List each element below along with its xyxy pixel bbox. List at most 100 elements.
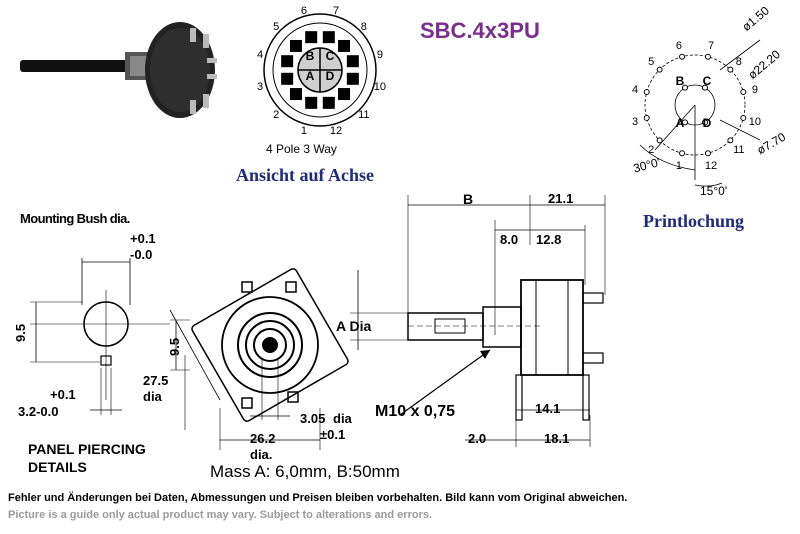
front-width-label: dia. (250, 447, 273, 462)
panel-caption-2: DETAILS (28, 459, 87, 475)
face-pin-label: 4 (257, 49, 263, 61)
face-pin-label: 12 (330, 125, 342, 137)
side-shaft-label: A Dia (336, 318, 372, 334)
front-width-dim: 26.2 (250, 431, 276, 446)
face-terminal (338, 88, 351, 101)
pcb-pole-label: C (703, 74, 712, 88)
side-shaft (407, 312, 484, 341)
face-pin-label: 6 (301, 5, 307, 17)
pcb-pin-label: 2 (648, 144, 654, 156)
front-shaft-dim: 3.05 (300, 411, 326, 426)
panel-height-dim: 9.5 (13, 323, 28, 342)
product-photo (20, 22, 217, 118)
face-pin-label: 2 (273, 109, 279, 121)
pcb-pin-label: 5 (648, 56, 654, 68)
side-dim-8-0: 8.0 (500, 232, 519, 247)
face-pin-label: 8 (361, 21, 367, 33)
side-dim-18-1: 18.1 (544, 431, 570, 446)
side-body (520, 279, 584, 376)
pcb-pole-label: B (676, 74, 685, 88)
pcb-pin-label: 10 (749, 116, 761, 128)
pcb-pin-label: 11 (733, 144, 744, 156)
pcb-pole-hole (702, 119, 708, 126)
pcb-hole (727, 66, 734, 73)
face-pole-label: C (326, 49, 335, 63)
footer-de: Fehler und Änderungen bei Daten, Abmessu… (8, 492, 628, 504)
face-terminal (289, 88, 302, 101)
pcb-pin-label: 4 (632, 84, 638, 96)
panel-slot-dim: 3.2-0.0 (18, 404, 59, 419)
panel-title: Mounting Bush dia. (20, 211, 130, 226)
face-pole-label: B (306, 49, 315, 63)
side-dim-b: B (463, 191, 474, 207)
pcb-hole (727, 137, 734, 144)
footer-en: Picture is a guide only actual product m… (8, 509, 433, 521)
pcb-pole-label: D (703, 116, 712, 130)
anti-rotation-slot (100, 355, 112, 366)
front-dia-value: 27.5 (143, 373, 169, 388)
front-view-drawing (169, 268, 349, 450)
face-pin-label: 3 (257, 81, 263, 93)
face-pin-label: 9 (377, 49, 383, 61)
pcb-pin-label: 1 (676, 160, 682, 172)
panel-tol-plus: +0.1 (130, 231, 156, 246)
face-terminal (281, 72, 294, 85)
face-terminal (338, 39, 351, 52)
pcb-hole (656, 66, 663, 73)
pcb-hole (704, 53, 711, 60)
front-dia-label: dia (143, 389, 162, 404)
pcb-hole (740, 89, 747, 96)
pcb-hole (704, 150, 711, 157)
model-title: SBC.4x3PU (420, 18, 540, 43)
front-shaft-dia-label: dia (333, 411, 352, 426)
side-dim-12-8: 12.8 (536, 232, 562, 247)
side-thread: M10 x 0,75 (375, 403, 456, 420)
side-dim-2-0: 2.0 (468, 431, 487, 446)
pcb-pin-label: 6 (676, 40, 682, 52)
face-terminal (281, 55, 294, 68)
face-pole-label: A (306, 69, 315, 83)
pcb-hole (656, 137, 663, 144)
panel-tol-minus: -0.0 (130, 247, 153, 262)
pcb-pole-hole (682, 84, 688, 91)
pcb-pin-label: 3 (632, 116, 638, 128)
pcb-hole (679, 150, 686, 157)
front-body (221, 296, 319, 394)
face-terminal (289, 39, 302, 52)
face-terminal (322, 96, 335, 109)
pcb-pin-label: 9 (752, 84, 758, 96)
pcb-hole (740, 114, 747, 121)
shaft-image (20, 60, 150, 72)
config-label: 4 Pole 3 Way (266, 142, 337, 156)
side-view-drawing (350, 195, 606, 447)
panel-caption-1: PANEL PIERCING (28, 441, 146, 457)
face-terminal (346, 55, 359, 68)
face-terminal (305, 31, 318, 44)
front-height-dim: 9.5 (167, 337, 182, 356)
face-terminal (346, 72, 359, 85)
pcb-pole-label: A (676, 116, 685, 130)
face-pin-label: 5 (273, 21, 279, 33)
front-shaft-tol: ±0.1 (320, 427, 346, 442)
pcb-hole (643, 114, 650, 121)
pcb-pin-label: 8 (736, 56, 742, 68)
side-dim-21-1: 21.1 (548, 191, 574, 206)
side-dim-14-1: 14.1 (535, 401, 561, 416)
face-pin-label: 10 (374, 81, 386, 93)
panel-slot-tol: +0.1 (50, 387, 76, 402)
pcb-pole-hole (682, 119, 688, 126)
panel-piercing-drawing (30, 258, 170, 415)
face-terminal (322, 31, 335, 44)
pcb-pin-label: 12 (705, 160, 717, 172)
face-pin-label: 7 (333, 5, 339, 17)
face-pin-label: 1 (301, 125, 307, 137)
view-caption: Ansicht auf Achse (236, 165, 375, 185)
mass-note: Mass A: 6,0mm, B:50mm (210, 462, 400, 481)
face-pin-label: 11 (358, 109, 369, 121)
pcb-pin-label: 7 (708, 40, 714, 52)
side-bush (482, 306, 522, 348)
pcb-hole (679, 53, 686, 60)
pcb-pole-hole (702, 84, 708, 91)
